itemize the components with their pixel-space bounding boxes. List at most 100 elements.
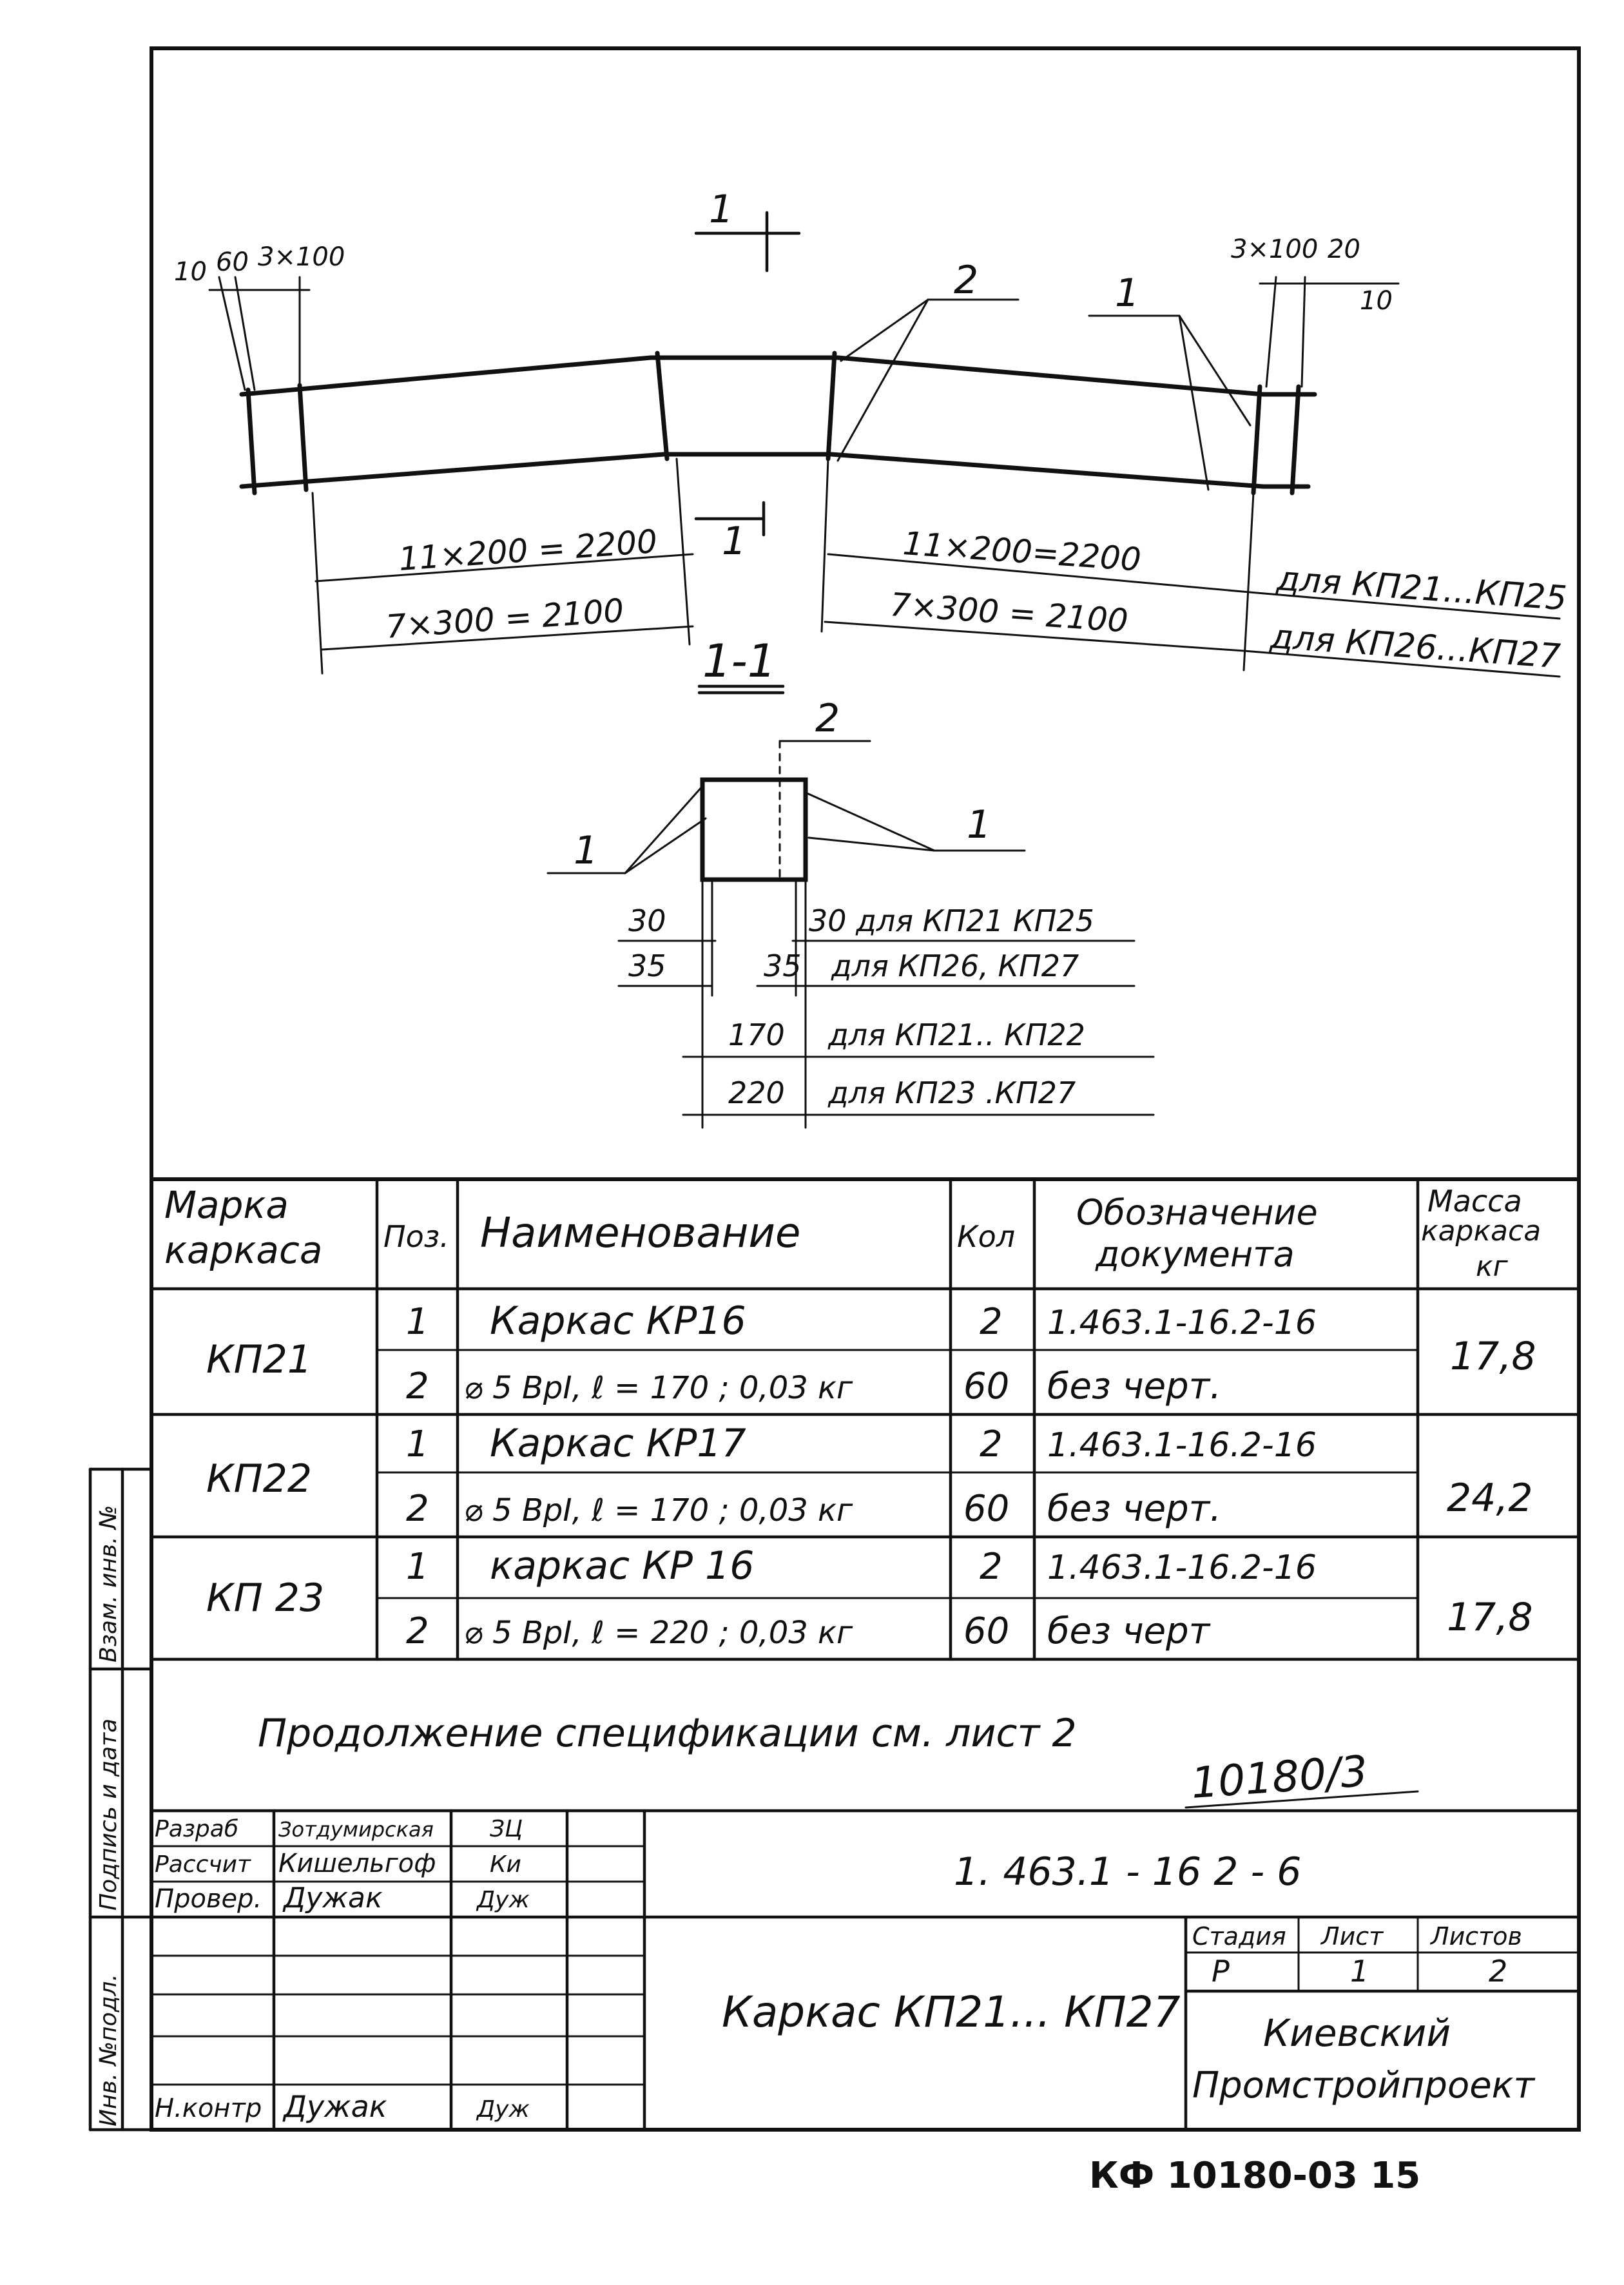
tb-sig-3: Дуж — [476, 1887, 530, 1913]
g1-r1-doc: 1.463.1-16.2-16 — [1047, 1304, 1317, 1342]
g1-r2-name: ⌀ 5 ВрI, ℓ = 170 ; 0,03 кг — [464, 1370, 853, 1406]
right-dim-10: 10 — [1360, 286, 1393, 316]
g1-r2-qty: 60 — [963, 1365, 1009, 1407]
hdr-mark-l2: каркаса — [164, 1228, 322, 1272]
cage-right-end — [1251, 384, 1262, 496]
g3-r2-name: ⌀ 5 ВрI, ℓ = 220 ; 0,03 кг — [464, 1615, 853, 1651]
spec-table: Марка каркаса Поз. Наименование Кол Обоз… — [150, 1177, 1581, 1809]
leader-1-label: 1 — [1115, 271, 1139, 316]
tb-sheets-label: Листов — [1429, 1922, 1522, 1951]
dim-ext-r1 — [1265, 276, 1277, 388]
right-dim-3x100: 3×100 — [1231, 235, 1318, 264]
tb-role-1: Разраб — [155, 1816, 238, 1842]
tb-role-3: Провер. — [155, 1884, 262, 1914]
g3-r1-name: каркас КР 16 — [490, 1543, 754, 1588]
g1-r2-doc: без черт. — [1047, 1365, 1221, 1407]
bottom-ext-r2 — [1242, 492, 1255, 671]
g2-r1-doc: 1.463.1-16.2-16 — [1047, 1426, 1317, 1465]
tb-name-3: Дужак — [282, 1882, 383, 1914]
section-leader-1-right-a — [804, 791, 936, 852]
dim-35-note: для КП26, КП27 — [831, 949, 1079, 983]
cage-right-end-2 — [1290, 384, 1301, 496]
section-title: 1-1 — [702, 635, 776, 688]
bottom-ext-l1 — [311, 492, 324, 675]
g3-mass: 17,8 — [1447, 1595, 1533, 1640]
bottom-dim-right-b — [824, 621, 1245, 652]
section-mark-bottom-label: 1 — [722, 519, 746, 564]
tb-role-2: Рассчит — [155, 1851, 251, 1878]
dim-170-label: 170 — [728, 1017, 785, 1052]
hdr-pos: Поз. — [383, 1219, 449, 1254]
leader-1-b — [1178, 314, 1210, 491]
section-mark-top-label: 1 — [709, 187, 733, 232]
dim-35-label: 35 — [628, 949, 666, 983]
cage-plan-view: 1 1 10 60 3×100 3×100 20 10 2 1 — [174, 187, 1568, 678]
side-label-replace: Взам. инв. № — [95, 1505, 122, 1663]
section-leader-1-right-label: 1 — [967, 802, 991, 847]
tb-stage: Р — [1212, 1954, 1230, 1989]
hdr-doc-l2: документа — [1095, 1234, 1295, 1275]
section-leader-2-label: 2 — [815, 696, 840, 741]
g3-mark: КП 23 — [206, 1576, 324, 1621]
tb-sheet-label: Лист — [1320, 1922, 1384, 1951]
g2-r2-qty: 60 — [963, 1488, 1009, 1530]
g2-mass: 24,2 — [1447, 1476, 1533, 1521]
leader-2-b — [836, 298, 929, 462]
tb-sig-2: Ки — [490, 1851, 521, 1878]
tb-role-4: Н.контр — [155, 2094, 262, 2123]
bottom-dim-right-b-label: 7×300 = 2100 — [889, 586, 1129, 640]
g2-r1-name: Каркас КР17 — [490, 1421, 746, 1466]
footer-code: КФ 10180-03 15 — [1089, 2155, 1420, 2197]
section-leader-1-right-b — [807, 836, 936, 852]
cage-mid-right — [826, 351, 837, 461]
note-b-label: для КП26...КП27 — [1268, 617, 1561, 676]
cage-left-end-2 — [297, 383, 309, 492]
bottom-dim-left-a-label: 11×200 = 2200 — [398, 523, 659, 578]
side-label-sign: Подпись и дата — [95, 1719, 122, 1911]
tb-org-l2: Промстройпроект — [1192, 2065, 1535, 2107]
tb-sheets: 2 — [1489, 1954, 1507, 1989]
hdr-mass-l2: каркаса — [1421, 1215, 1541, 1248]
hdr-doc-l1: Обозначение — [1076, 1192, 1318, 1233]
g2-r2-pos: 2 — [406, 1488, 429, 1530]
tb-name-1: Зотдумирская — [278, 1817, 434, 1842]
tb-title: Каркас КП21... КП27 — [722, 1987, 1181, 2037]
left-dim-60: 60 — [216, 247, 249, 277]
g1-r1-qty: 2 — [980, 1301, 1003, 1343]
g1-mark: КП21 — [206, 1337, 312, 1382]
bottom-ext-r1 — [820, 458, 829, 633]
dim-30-label: 30 — [628, 903, 666, 938]
g1-r2-pos: 2 — [406, 1365, 429, 1407]
tb-sig-4: Дуж — [476, 2096, 530, 2123]
leader-2-a — [840, 298, 929, 362]
section-1-1: 1-1 2 1 1 30 35 30 для КП21 КП25 35 для … — [546, 635, 1155, 1129]
bottom-dim-left-b — [321, 625, 694, 651]
section-rectangle — [700, 777, 808, 882]
bottom-dim-right-a — [827, 553, 1258, 594]
dim-ext-2 — [234, 276, 256, 391]
cage-bottom-bar — [239, 452, 1311, 489]
dim-30-note: 30 для КП21 КП25 — [809, 903, 1094, 938]
tb-designation: 1. 463.1 - 16 2 - 6 — [954, 1849, 1301, 1895]
continuation-note: Продолжение спецификации см. лист 2 — [258, 1711, 1077, 1756]
bottom-dim-right-a-label: 11×200=2200 — [902, 525, 1142, 579]
g2-r1-pos: 1 — [406, 1423, 429, 1465]
g3-r1-qty: 2 — [980, 1546, 1003, 1588]
section-leader-1-left-b — [624, 817, 707, 874]
g3-r1-doc: 1.463.1-16.2-16 — [1047, 1548, 1317, 1587]
left-dim-10: 10 — [174, 257, 207, 287]
g3-r1-pos: 1 — [406, 1546, 429, 1588]
dim-220-label: 220 — [728, 1075, 785, 1110]
side-label-inv: Инв. №подл. — [95, 1974, 122, 2126]
hdr-qty: Кол — [957, 1219, 1015, 1254]
sheet-ref-underline — [1184, 1790, 1419, 1809]
g2-r2-name: ⌀ 5 ВрI, ℓ = 170 ; 0,03 кг — [464, 1492, 853, 1528]
cage-left-end — [246, 387, 257, 496]
sheet-ref: 10180/3 — [1190, 1746, 1369, 1808]
note-a-label: для КП21...КП25 — [1275, 559, 1568, 618]
g3-r2-pos: 2 — [406, 1610, 429, 1652]
note-b-underline — [1242, 650, 1561, 678]
dim-170-note: для КП21.. КП22 — [827, 1017, 1085, 1052]
cage-mid-left — [655, 351, 670, 461]
g1-mass: 17,8 — [1450, 1334, 1536, 1379]
